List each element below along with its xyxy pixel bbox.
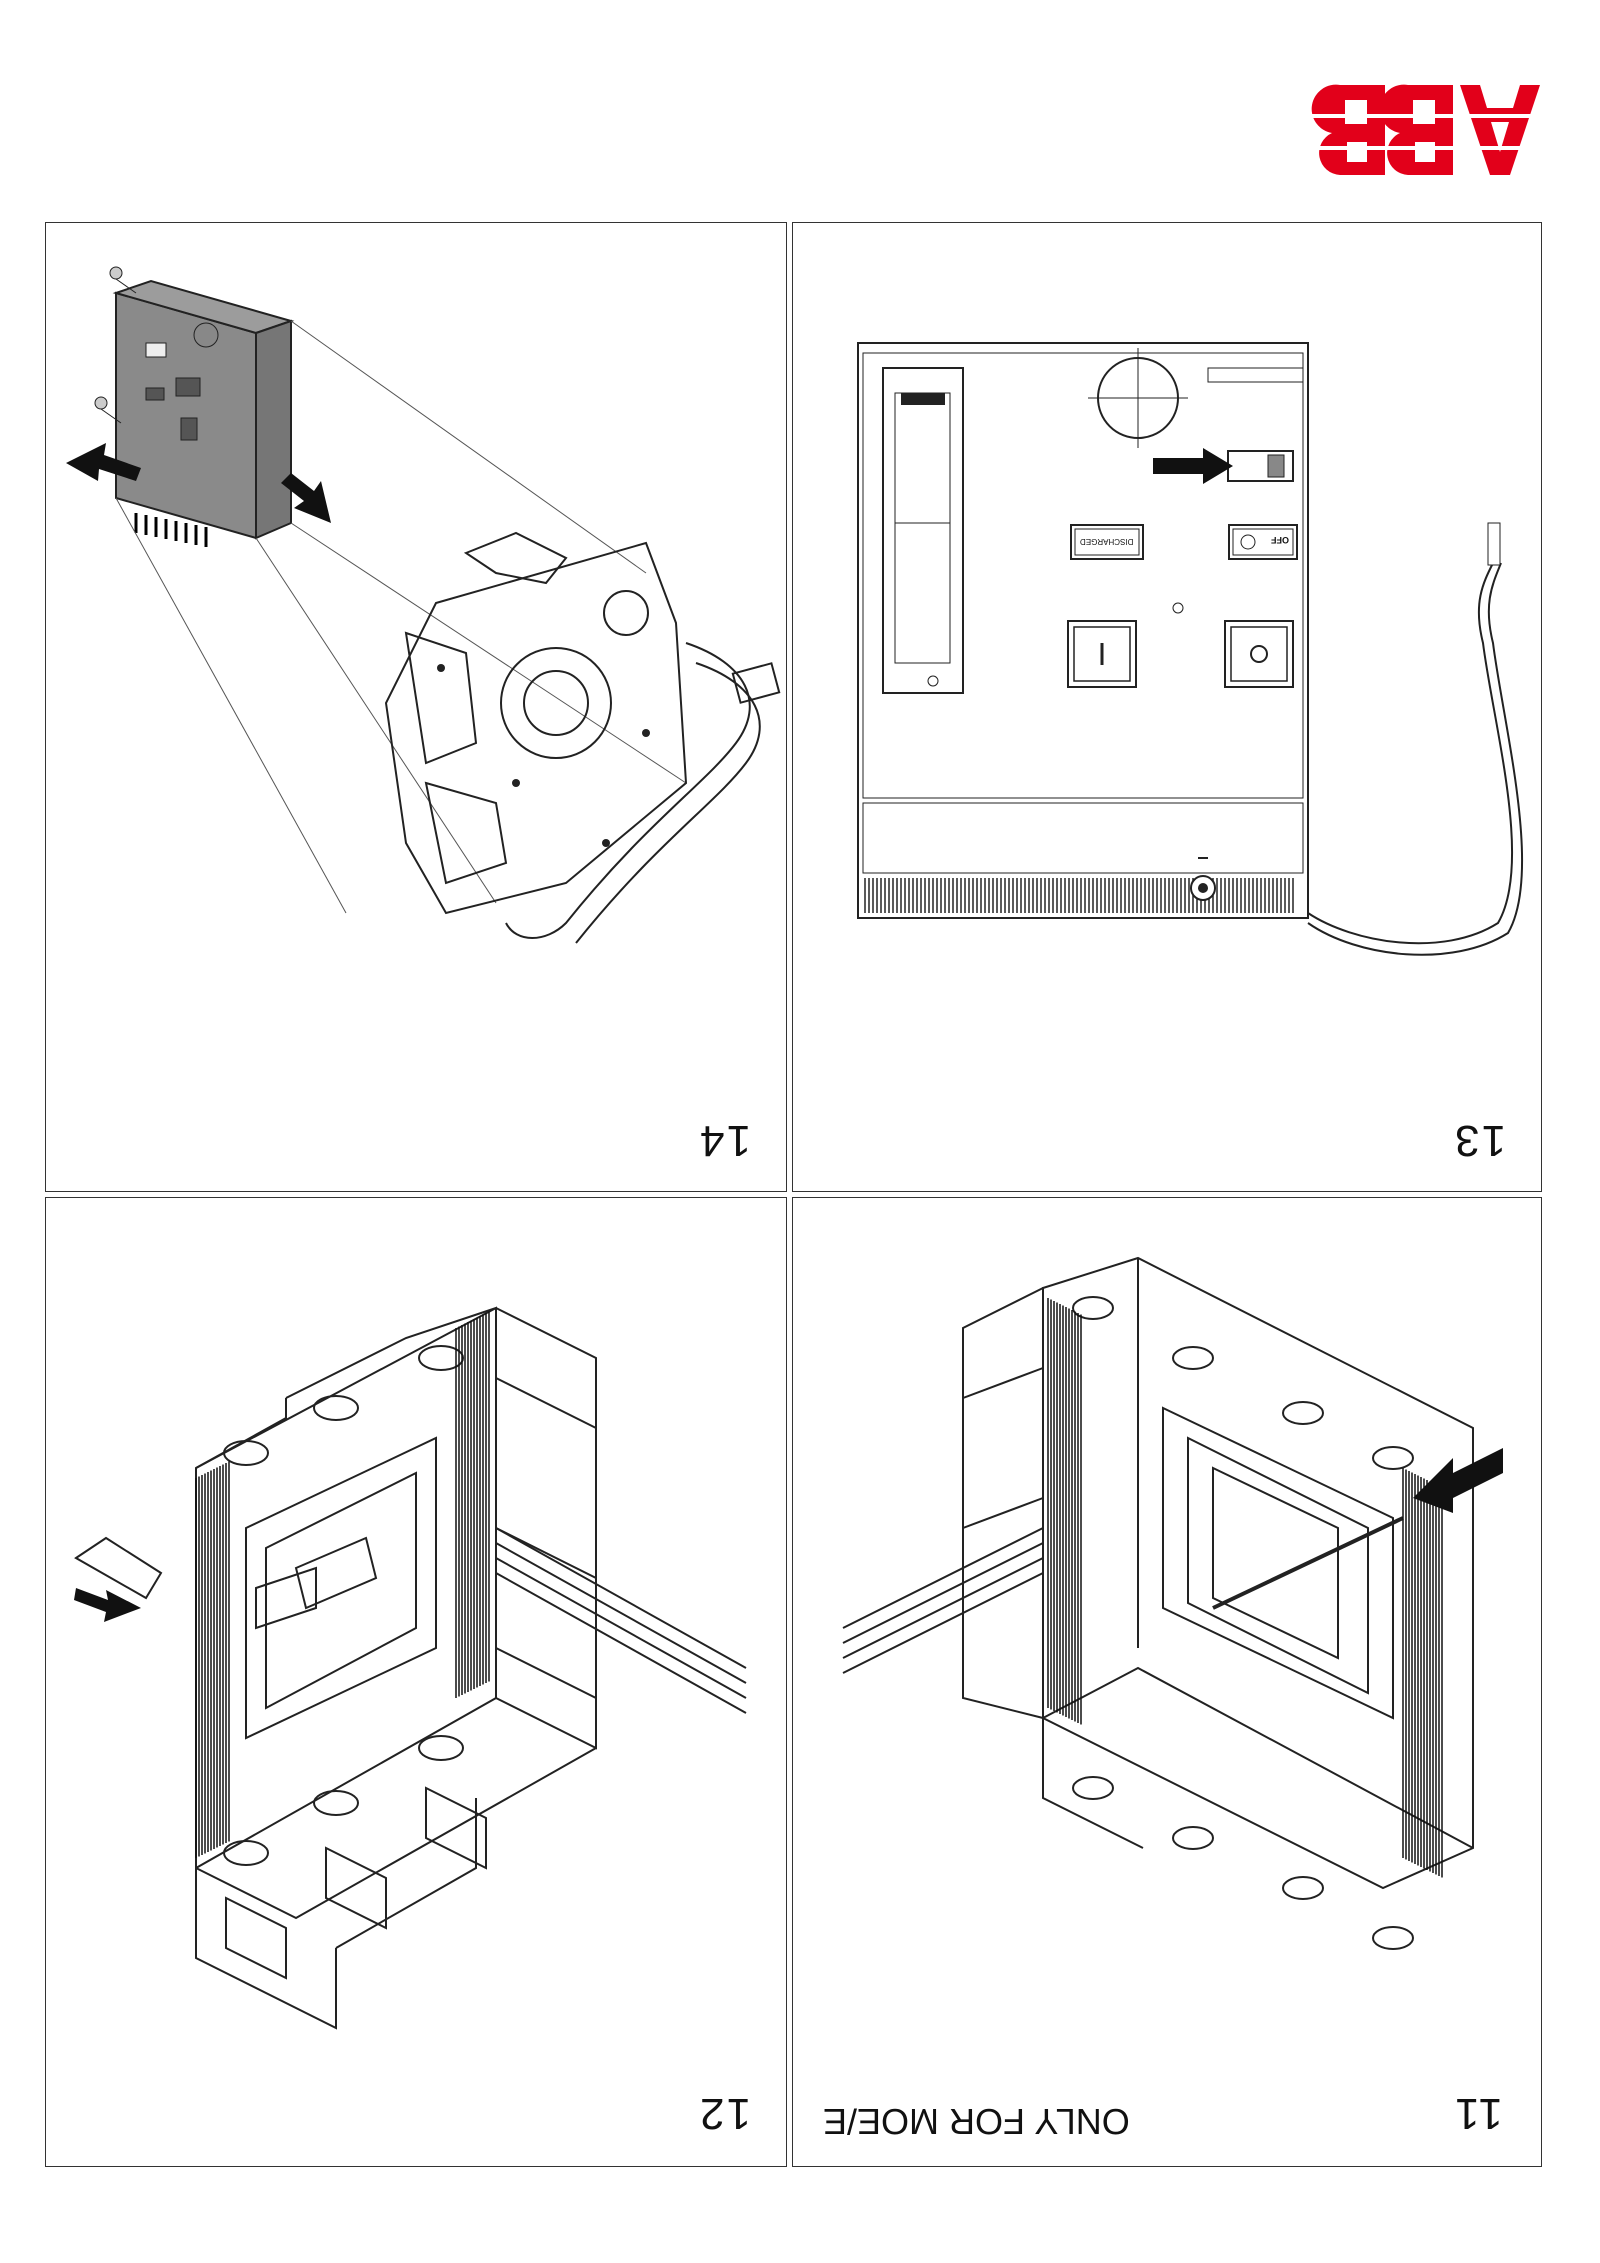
step-number: 12 bbox=[698, 2089, 751, 2138]
step-number: 11 bbox=[1453, 2089, 1503, 2138]
step-number: 14 bbox=[698, 1116, 751, 1165]
discharged-label: DISCHARGED bbox=[1080, 537, 1134, 546]
arrow-down-icon bbox=[74, 1588, 141, 1622]
circuit-breaker-moe-illustration bbox=[842, 1256, 1503, 1950]
panel-step-13: OFF DISCHARGED 13 bbox=[792, 222, 1542, 1192]
arrow-in-icon bbox=[281, 473, 331, 523]
motor-operator-assembly-illustration bbox=[66, 266, 781, 944]
front-panel-illustration bbox=[857, 342, 1524, 956]
arrow-left-icon bbox=[1153, 448, 1233, 484]
panel-step-12: 12 bbox=[45, 1197, 787, 2167]
panel-step-14: 14 bbox=[45, 222, 787, 1192]
arrow-left-icon bbox=[66, 443, 141, 481]
arrow-up-right-icon bbox=[1413, 1448, 1503, 1513]
off-label: OFF bbox=[1271, 535, 1289, 545]
moe-note: ONLY FOR MOE/E bbox=[823, 2101, 1130, 2142]
panel-step-11: ONLY FOR MOE/E 11 bbox=[792, 1197, 1542, 2167]
abb-logo bbox=[1300, 80, 1545, 180]
step-number: 13 bbox=[1453, 1116, 1506, 1165]
circuit-breaker-illustration bbox=[74, 1306, 747, 2030]
